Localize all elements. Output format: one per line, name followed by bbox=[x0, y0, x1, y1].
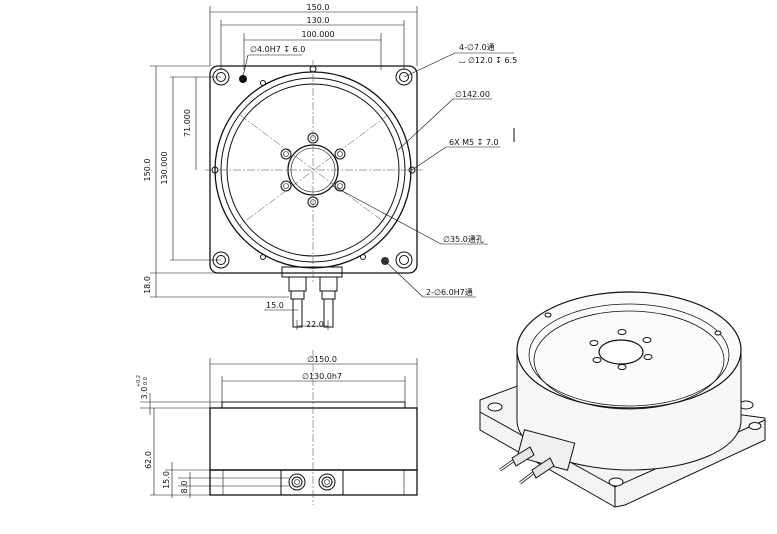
pin-hole bbox=[239, 75, 247, 83]
dim-hole-spacing: 130.0 bbox=[307, 16, 330, 25]
callout-corner-holes-2: ⌴ ∅12.0 ↧ 6.5 bbox=[459, 56, 517, 65]
dim-total-height: 62.0 bbox=[144, 451, 153, 469]
connector-block bbox=[281, 266, 343, 278]
top-view: 150.0 130.0 100.000 ∅4.0H7 ↧ 6.0 150.0 1… bbox=[143, 3, 517, 330]
dim-half: 71.000 bbox=[183, 109, 192, 137]
dim-pilot-tol-upper: +0.2 bbox=[136, 375, 142, 387]
callout-dowels: 2-∅6.0H7通 bbox=[426, 287, 473, 297]
dim-outer-diameter: ∅150.0 bbox=[307, 355, 337, 364]
isometric-view bbox=[479, 291, 766, 508]
iso-m5-holes bbox=[589, 329, 653, 370]
callout-corner-holes-1: 4-∅7.0通 bbox=[459, 42, 495, 52]
dim-outer-height: 150.0 bbox=[143, 159, 152, 182]
cable-glands bbox=[288, 276, 338, 328]
top-dimensions: 150.0 130.0 100.000 ∅4.0H7 ↧ 6.0 bbox=[209, 3, 418, 78]
dim-outer-width: 150.0 bbox=[307, 3, 330, 12]
dim-bottom-offset: 18.0 bbox=[143, 276, 152, 294]
right-callouts: 4-∅7.0通 ⌴ ∅12.0 ↧ 6.5 ∅142.00 6X M5 ↧ 7.… bbox=[332, 42, 517, 298]
front-pilot bbox=[221, 401, 406, 409]
left-dimensions: 150.0 130.000 71.000 18.0 bbox=[143, 65, 289, 298]
iso-cable-glands bbox=[499, 429, 576, 485]
front-base bbox=[209, 469, 418, 496]
dim-inner-spacing: 100.000 bbox=[301, 30, 334, 39]
front-connector-panel bbox=[280, 469, 344, 496]
front-view: ∅150.0 ∅130.0h7 3.0 +0.2 0.0 62.0 15.0 8… bbox=[136, 350, 418, 505]
dim-base-height: 15.0 bbox=[162, 471, 171, 489]
iso-bore bbox=[598, 339, 644, 365]
callout-bore: ∅35.0通孔 bbox=[443, 234, 484, 244]
dim-pilot-tol-lower: 0.0 bbox=[143, 377, 149, 385]
dim-hole-spacing-v: 130.000 bbox=[160, 151, 169, 184]
callout-diameter: ∅142.00 bbox=[455, 90, 490, 99]
front-body bbox=[209, 407, 418, 471]
callout-threads: 6X M5 ↧ 7.0 bbox=[449, 138, 499, 147]
connector-dimensions: 15.0 22.0 bbox=[264, 301, 329, 330]
front-dimensions: ∅150.0 ∅130.0h7 3.0 +0.2 0.0 62.0 15.0 8… bbox=[136, 355, 418, 498]
dim-pilot-height: 3.0 bbox=[140, 387, 149, 400]
dim-pilot-diameter: ∅130.0h7 bbox=[302, 372, 342, 381]
dim-connector-left: 15.0 bbox=[266, 301, 284, 310]
callout-pin: ∅4.0H7 ↧ 6.0 bbox=[250, 45, 305, 54]
dim-connector-height: 8.0 bbox=[180, 481, 189, 494]
dim-connector-spacing: 22.0 bbox=[306, 320, 324, 329]
front-connectors bbox=[288, 473, 336, 491]
